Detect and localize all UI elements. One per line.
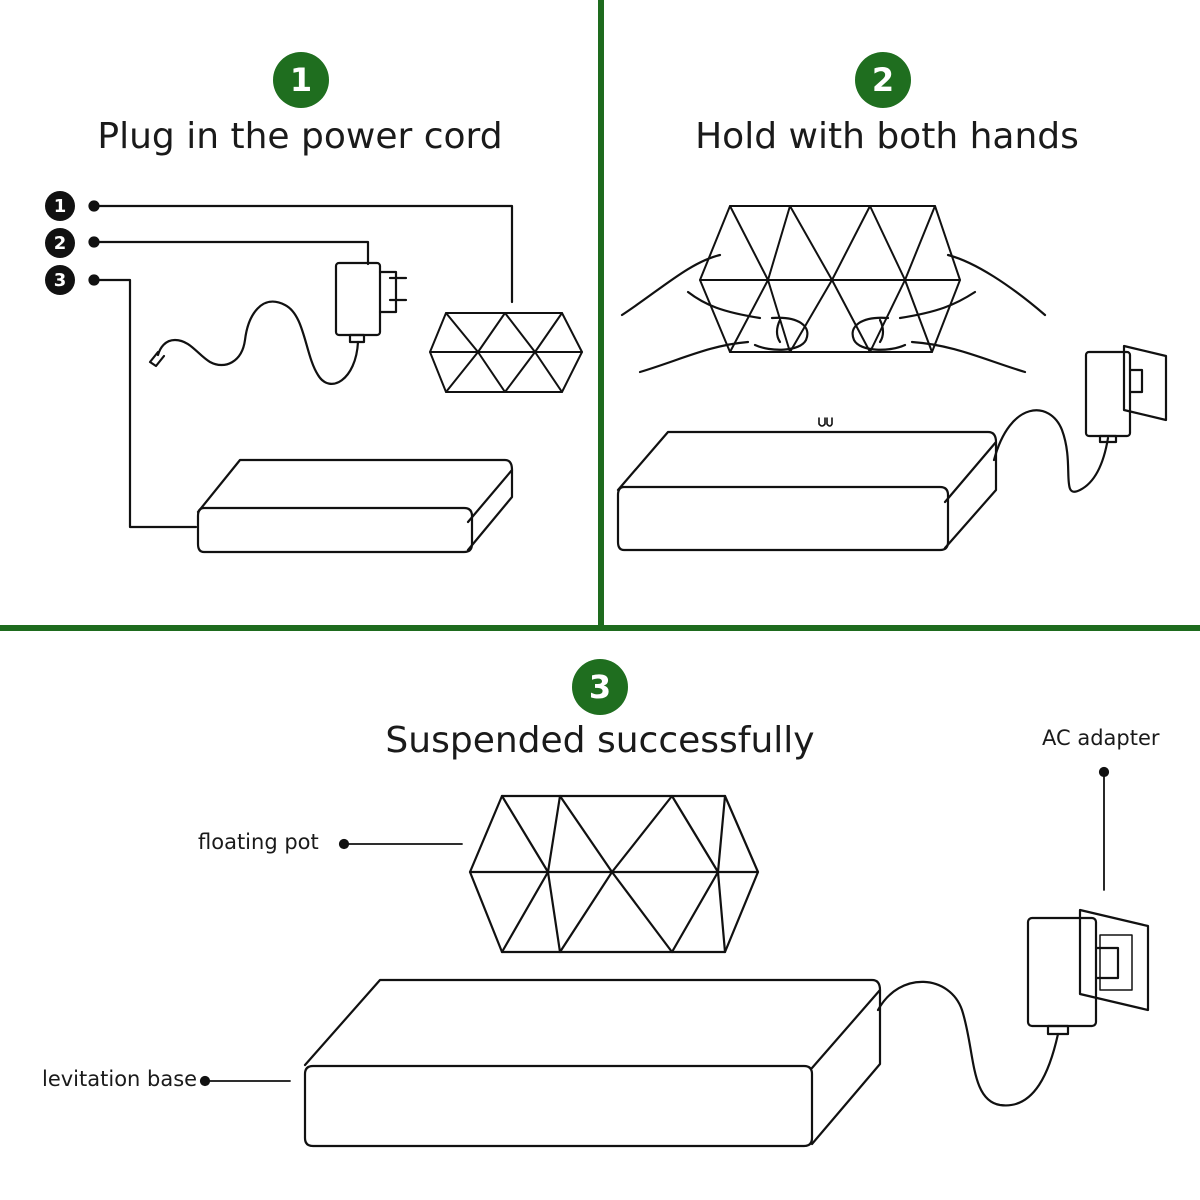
legend-marker-2: 2 — [45, 228, 75, 258]
vertical-divider — [598, 0, 604, 628]
ac-adapter-drawing-3 — [876, 908, 1150, 1107]
levitation-base-drawing-2 — [616, 430, 998, 552]
leader-line-adapter — [92, 240, 370, 266]
floating-pot-label: floating pot — [198, 830, 319, 854]
leader-line-pot — [92, 204, 514, 304]
step-1-badge: 1 — [273, 52, 329, 108]
legend-marker-3: 3 — [45, 265, 75, 295]
hands-drawing — [620, 253, 1047, 374]
floating-pot-drawing-3 — [468, 794, 760, 954]
held-pot-drawing — [699, 205, 961, 353]
levitation-base-label: levitation base — [42, 1067, 198, 1091]
step-3-badge: 3 — [572, 659, 628, 715]
step-2-badge: 2 — [855, 52, 911, 108]
horizontal-divider — [0, 625, 1200, 631]
magnet-icon — [818, 417, 833, 427]
legend-marker-1: 1 — [45, 191, 75, 221]
levitation-base-drawing — [196, 458, 514, 554]
ac-adapter-drawing — [148, 261, 408, 385]
levitation-base-drawing-3 — [303, 978, 882, 1148]
step2-illustration — [616, 205, 1168, 552]
step3-illustration — [199, 766, 1150, 1148]
step-2-title: Hold with both hands — [695, 116, 1079, 157]
floating-pot-drawing — [429, 312, 583, 393]
ac-adapter-drawing-2 — [992, 344, 1168, 493]
leader-line-base — [92, 278, 198, 529]
ac-adapter-label: AC adapter — [1042, 726, 1160, 750]
step-1-title: Plug in the power cord — [97, 116, 503, 157]
step-3-title: Suspended successfully — [385, 720, 815, 761]
step1-illustration — [88, 200, 583, 554]
